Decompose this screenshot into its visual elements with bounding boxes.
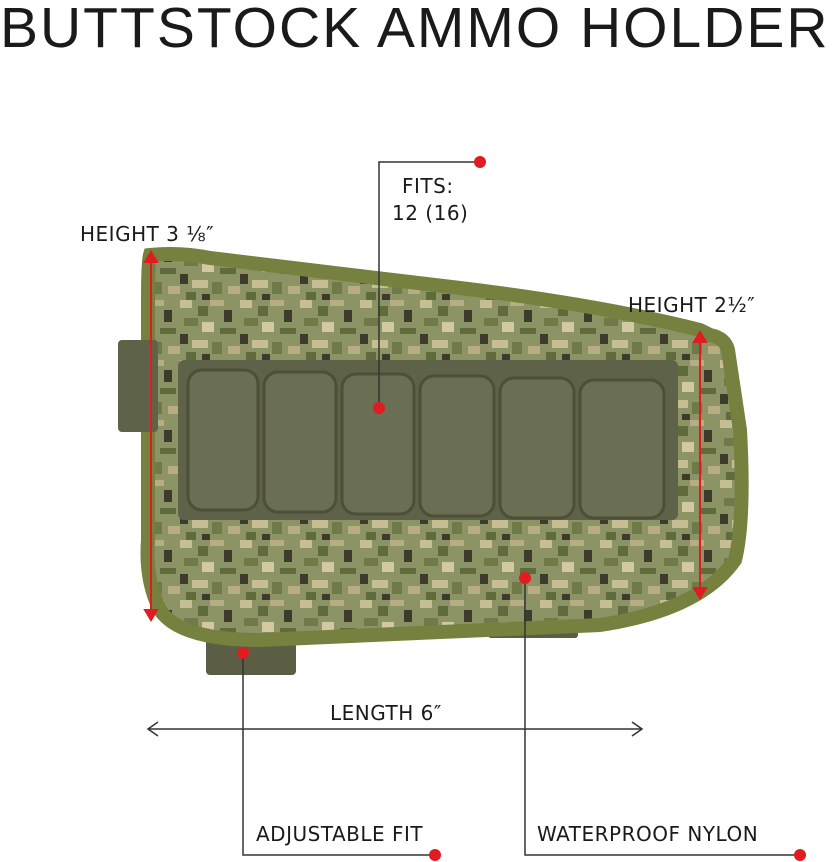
side-label-tab [118,340,158,432]
adjustable-end-dot [429,849,441,861]
height-right-arrowhead [692,587,708,600]
height-left-arrowhead [143,609,159,622]
nylon-dot [519,572,531,584]
shell-loop [262,370,338,514]
length-arrow [146,721,644,737]
waterproof-nylon-label: WATERPROOF NYLON [537,822,759,846]
shell-loops [186,368,666,520]
fits-label-line2: 12 (16) [392,201,469,225]
fits-label-line1: FITS: [402,174,454,198]
shell-loop [578,378,666,520]
loops-dot [373,402,385,414]
shell-loop [418,374,496,518]
waterproof-end-dot [794,849,806,861]
height-right-arrowhead [692,330,708,343]
fits-leader-line [378,161,480,408]
strap-dot [237,647,249,659]
waterproof-leader-line [524,578,800,856]
height-left-arrowhead [143,250,159,263]
shell-loop [186,368,260,512]
adjustable-leader-line [242,653,435,856]
height-left-label: HEIGHT 3 ⅛″ [80,222,215,246]
shell-loop [498,376,576,520]
shell-loop [340,372,416,516]
fits-callout-dot [474,156,486,168]
height-right-label: HEIGHT 2½″ [628,293,756,317]
adjustable-fit-label: ADJUSTABLE FIT [256,822,424,846]
page-title: BUTTSTOCK AMMO HOLDER [0,0,830,60]
length-label: LENGTH 6″ [330,701,442,725]
